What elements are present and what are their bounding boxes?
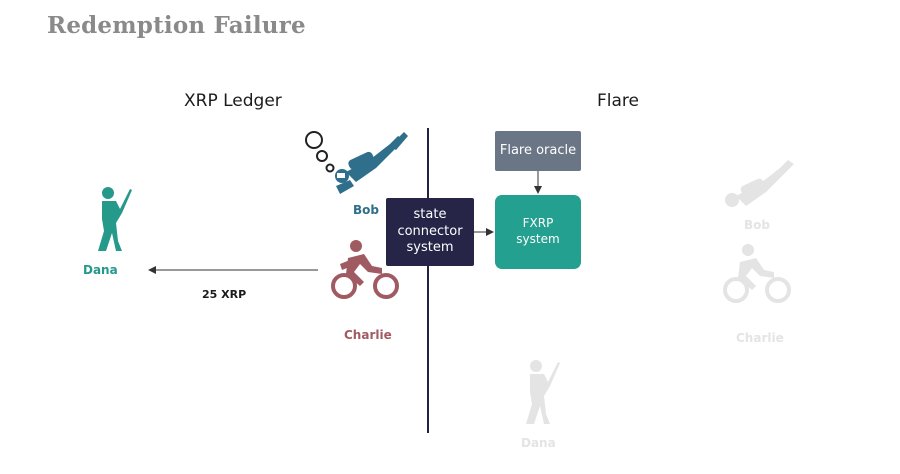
bob-label: Bob (353, 203, 379, 217)
state-connector-label: state connector system (397, 206, 463, 256)
transfer-amount-label: 25 XRP (202, 288, 247, 301)
ghost-bob-label: Bob (744, 218, 770, 232)
scuba-diver-icon (305, 131, 408, 194)
ledger-divider-line (427, 128, 429, 433)
flare-oracle-box: Flare oracle (495, 131, 581, 171)
flare-heading: Flare (597, 91, 639, 111)
slide-title: Redemption Failure (47, 12, 306, 39)
ghost-golfer-icon (526, 360, 560, 424)
fxrp-system-label: FXRP system (516, 216, 560, 246)
golfer-icon (98, 187, 132, 251)
ghost-cyclist-icon (723, 244, 791, 303)
ghost-scuba-diver-icon (725, 160, 794, 207)
dana-label: Dana (83, 263, 118, 277)
ghost-charlie-label: Charlie (736, 331, 784, 345)
cyclist-icon (331, 240, 399, 299)
flare-oracle-label: Flare oracle (499, 142, 577, 158)
xrp-ledger-heading: XRP Ledger (184, 91, 282, 111)
fxrp-system-box: FXRP system (495, 195, 581, 269)
ghost-dana-label: Dana (521, 436, 556, 450)
charlie-label: Charlie (344, 328, 392, 342)
state-connector-box: state connector system (386, 198, 474, 266)
